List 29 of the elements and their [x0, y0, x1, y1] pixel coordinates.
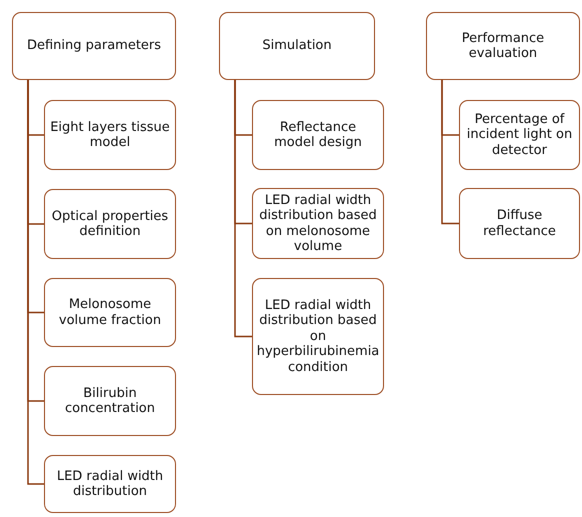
step-label: LED radial width distribution [56, 468, 164, 500]
step-box [459, 188, 580, 259]
connector-line [27, 80, 44, 485]
step-label: Optical properties definition [50, 208, 170, 240]
step-box [459, 100, 580, 170]
step-label: Performance evaluation [460, 30, 546, 62]
step-box [44, 189, 176, 259]
step-box [219, 12, 375, 80]
step-label: Defining parameters [26, 38, 162, 54]
step-box [12, 12, 176, 80]
step-box [44, 366, 176, 436]
step-label: Percentage of incident light on detector [466, 112, 574, 158]
step-label: Simulation [262, 38, 332, 54]
step-box [426, 12, 580, 80]
step-label: Eight layers tissue model [50, 120, 170, 150]
step-label: Melonosome volume fraction [58, 297, 162, 328]
connector-line [441, 80, 459, 224]
step-label: Diffuse reflectance [482, 208, 557, 239]
step-label: LED radial width distribution based on hyperbilirubinemia condition [256, 298, 380, 376]
step-box [252, 100, 384, 170]
connector-line [234, 80, 252, 338]
step-label: Bilirubin concentration [64, 386, 156, 416]
step-label: LED radial width distribution based on melonosome volume [258, 192, 378, 254]
step-box [252, 278, 384, 395]
step-box [252, 188, 384, 259]
step-box [44, 100, 176, 170]
step-box [44, 455, 176, 513]
step-label: Reflectance model design [273, 120, 363, 150]
step-box [44, 278, 176, 347]
